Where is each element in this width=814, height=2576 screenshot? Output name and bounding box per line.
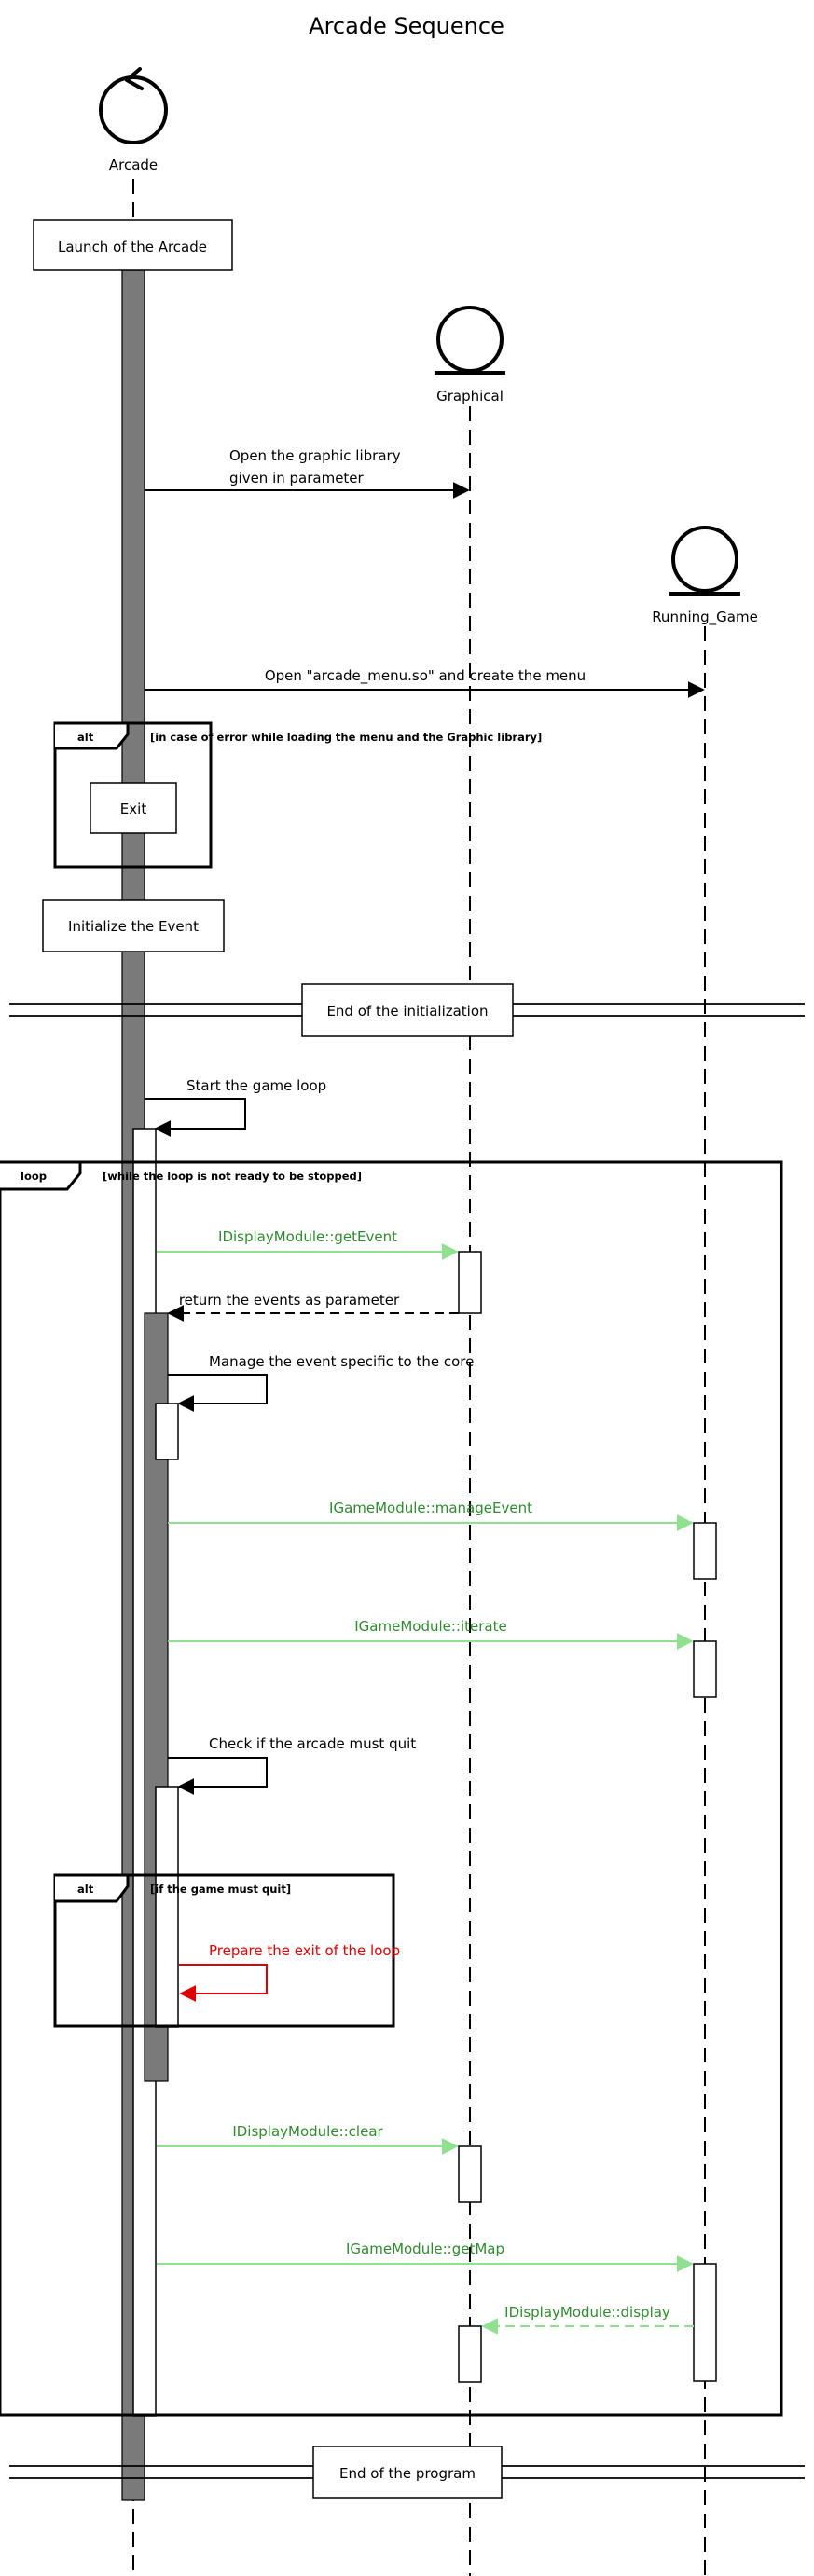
display-label: IDisplayModule::display <box>504 2304 670 2321</box>
check-quit-arrow <box>168 1757 268 1795</box>
entity-icon <box>671 526 738 593</box>
graphical-activation-clear <box>458 2145 482 2203</box>
control-arrow-icon <box>125 67 144 90</box>
entity-icon <box>436 306 504 373</box>
prepare-exit-arrow <box>179 1964 268 2002</box>
core-activation-bar <box>155 1403 179 1460</box>
alt-fragment-quit: alt [if the game must quit] <box>53 1873 395 2028</box>
svg-text:Launch of the Arcade: Launch of the Arcade <box>58 239 207 255</box>
graphical-participant: Graphical <box>435 306 505 404</box>
end-init-label: End of the initialization <box>326 1003 488 1020</box>
open-graphic-label-2: given in parameter <box>229 470 365 486</box>
exit-note: Exit <box>90 782 177 834</box>
alt2-guard: [if the game must quit] <box>150 1883 291 1896</box>
init-event-note: Initialize the Event <box>42 899 225 952</box>
alt2-tag: alt <box>77 1883 94 1896</box>
open-graphic-label-1: Open the graphic library <box>229 447 401 464</box>
game-activation-manage-event <box>693 1522 717 1580</box>
clear-label: IDisplayModule::clear <box>232 2123 383 2140</box>
graphical-label: Graphical <box>436 388 504 404</box>
get-event-label: IDisplayModule::getEvent <box>218 1228 397 1245</box>
check-quit-label: Check if the arcade must quit <box>209 1735 416 1752</box>
return-events-label: return the events as parameter <box>179 1292 400 1309</box>
svg-text:Initialize the Event: Initialize the Event <box>68 918 199 935</box>
alt1-guard: [in case of error while loading the menu… <box>150 731 542 744</box>
graphical-activation-get-event <box>458 1251 482 1314</box>
start-loop-arrow <box>145 1098 246 1137</box>
end-init-separator: End of the initialization <box>9 983 805 1037</box>
game-activation-get-map <box>693 2263 717 2382</box>
arcade-participant: Arcade <box>99 67 168 173</box>
game-activation-iterate <box>693 1640 717 1698</box>
iterate-label: IGameModule::iterate <box>354 1618 506 1635</box>
get-map-label: IGameModule::getMap <box>346 2240 504 2257</box>
control-icon <box>99 75 168 144</box>
launch-note: Launch of the Arcade <box>33 219 233 271</box>
diagram-title: Arcade Sequence <box>309 13 504 39</box>
loop-guard: [while the loop is not ready to be stopp… <box>103 1170 362 1183</box>
prepare-exit-label: Prepare the exit of the loop <box>209 1942 400 1959</box>
start-loop-label: Start the game loop <box>186 1077 326 1094</box>
graphical-activation-display <box>458 2325 482 2383</box>
arcade-label: Arcade <box>109 157 158 173</box>
manage-core-arrow <box>168 1374 268 1412</box>
loop-tag: loop <box>21 1170 47 1183</box>
loop-fragment: loop [while the loop is not ready to be … <box>0 1160 783 2417</box>
quit-check-activation-bar <box>155 1786 179 2028</box>
manage-core-label: Manage the event specific to the core <box>209 1353 474 1370</box>
alt1-tag: alt <box>77 731 94 744</box>
svg-text:Exit: Exit <box>120 801 147 817</box>
end-program-separator: End of the program <box>9 2446 805 2499</box>
manage-event-label: IGameModule::manageEvent <box>329 1500 532 1516</box>
end-program-label: End of the program <box>339 2465 476 2482</box>
alt-fragment-error: alt [in case of error while loading the … <box>53 721 542 869</box>
running-game-label: Running_Game <box>652 609 758 626</box>
open-menu-label: Open "arcade_menu.so" and create the men… <box>265 667 586 685</box>
running-game-participant: Running_Game <box>652 526 758 626</box>
